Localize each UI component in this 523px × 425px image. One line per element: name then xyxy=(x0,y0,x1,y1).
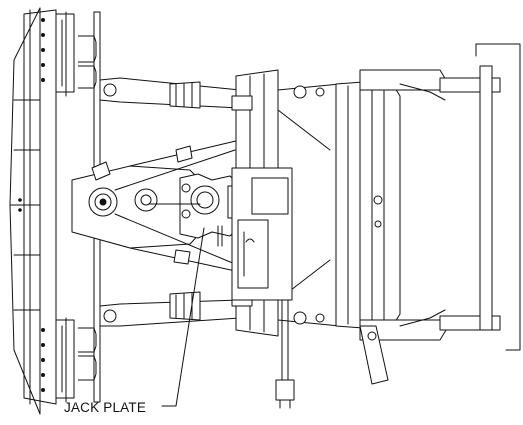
vehicle-mount-frame xyxy=(335,69,447,385)
jack-plate-label: JACK PLATE xyxy=(64,400,147,415)
headgear-frame xyxy=(231,69,341,409)
push-beam xyxy=(439,43,521,351)
moldboard xyxy=(9,7,97,415)
jack-plate-leader xyxy=(161,227,205,407)
a-frame xyxy=(71,11,241,403)
